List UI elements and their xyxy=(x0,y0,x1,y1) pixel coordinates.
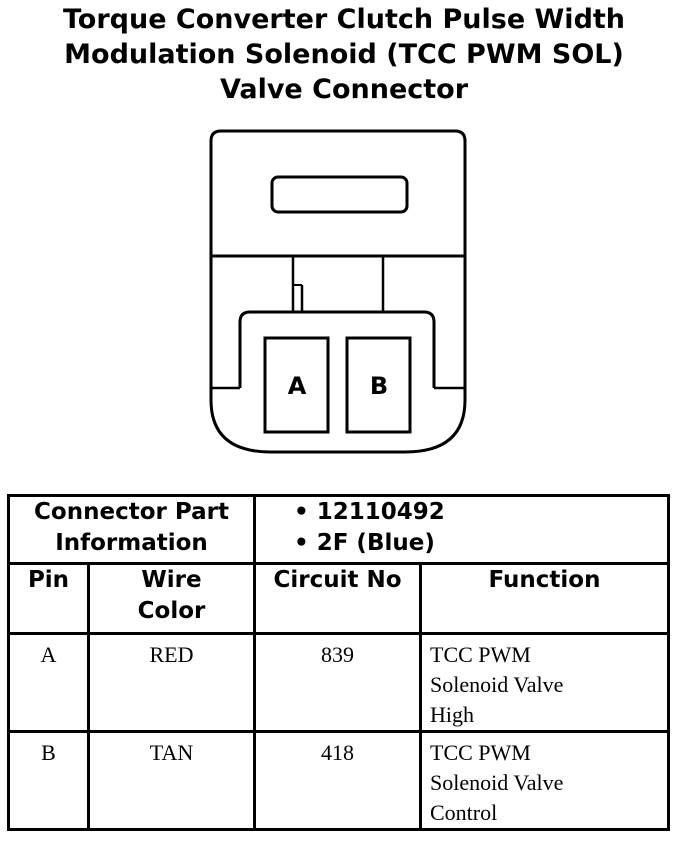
header-function: Function xyxy=(419,562,670,635)
header-pin: Pin xyxy=(7,562,90,635)
cell-circuit-no: 839 xyxy=(253,632,422,733)
connector-color-code: • 2F (Blue) xyxy=(294,530,435,556)
latch-slot xyxy=(270,175,409,214)
header-wire-color: Wire Color xyxy=(87,562,256,635)
cell-wire-color: RED xyxy=(87,632,256,733)
diagram-title: Torque Converter Clutch Pulse Width Modu… xyxy=(0,2,688,107)
pin-b-label: B xyxy=(370,372,388,400)
table-row: B TAN 418 TCC PWM Solenoid Valve Control xyxy=(7,730,670,831)
table-row: A RED 839 TCC PWM Solenoid Valve High xyxy=(7,632,670,733)
title-line-2: Modulation Solenoid (TCC PWM SOL) xyxy=(64,39,624,70)
cell-function: TCC PWM Solenoid Valve Control xyxy=(419,730,670,831)
cell-pin: B xyxy=(7,730,90,831)
part-info-label: Connector Part Information xyxy=(7,494,256,565)
pin-a-cavity xyxy=(263,336,330,434)
part-number: • 12110492 xyxy=(294,499,445,525)
cell-function: TCC PWM Solenoid Valve High xyxy=(419,632,670,733)
title-line-3: Valve Connector xyxy=(219,74,469,105)
pin-a-label: A xyxy=(288,372,307,400)
column-header-row: Pin Wire Color Circuit No Function xyxy=(7,562,670,635)
part-numbers: • 12110492 • 2F (Blue) xyxy=(253,494,670,565)
title-line-1: Torque Converter Clutch Pulse Width xyxy=(62,4,626,35)
connector-info-table: Connector Part Information • 12110492 • … xyxy=(7,494,670,831)
connector-diagram: A B xyxy=(209,129,467,454)
cell-circuit-no: 418 xyxy=(253,730,422,831)
cell-pin: A xyxy=(7,632,90,733)
header-circuit-no: Circuit No xyxy=(253,562,422,635)
cell-wire-color: TAN xyxy=(87,730,256,831)
terminal-shroud xyxy=(238,310,436,388)
part-info-row: Connector Part Information • 12110492 • … xyxy=(7,494,670,565)
pin-b-cavity xyxy=(345,336,412,434)
